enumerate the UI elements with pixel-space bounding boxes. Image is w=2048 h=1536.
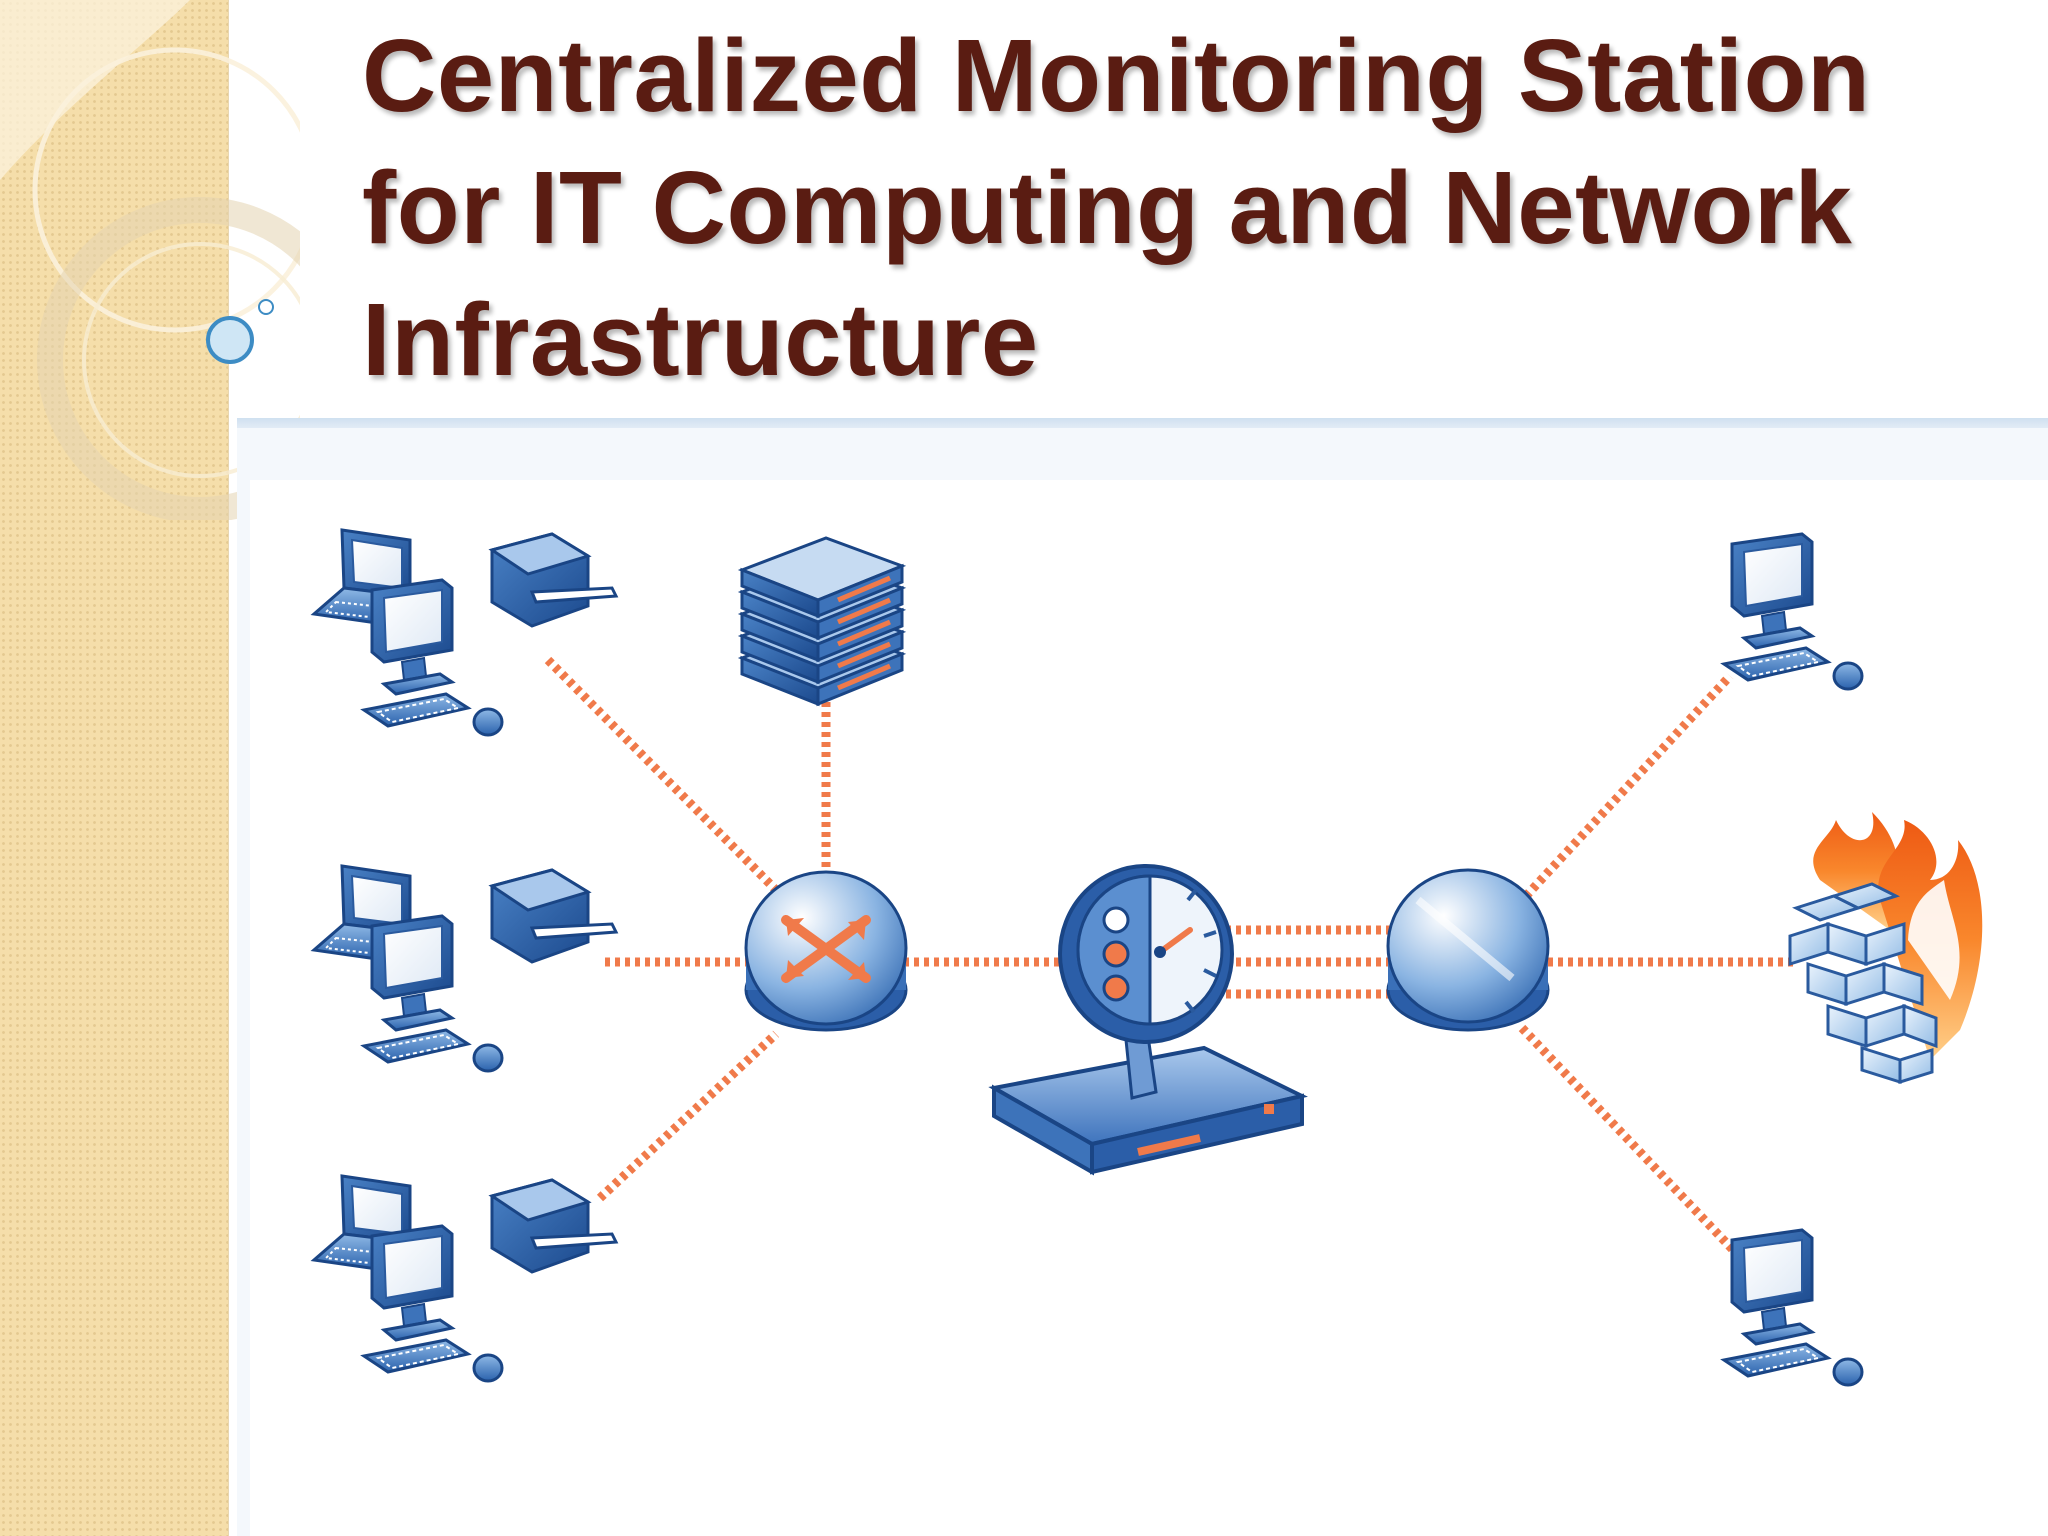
workstation-group-3-icon bbox=[314, 1176, 616, 1381]
decorative-rings bbox=[0, 0, 300, 520]
desktop-computer-top-right-icon bbox=[1722, 532, 1864, 691]
link-workstation-1-router bbox=[544, 656, 780, 894]
title-line-3: Infrastructure bbox=[362, 282, 1039, 397]
monitoring-gauge-icon bbox=[988, 864, 1308, 1176]
small-bubble-icon bbox=[258, 299, 274, 315]
server-rack-icon bbox=[737, 536, 907, 707]
link-workstation-3-router bbox=[596, 1030, 780, 1202]
workstation-group-1-icon bbox=[314, 530, 616, 735]
network-hub-icon bbox=[1386, 868, 1550, 1032]
link-hub-desktop-bottom bbox=[1518, 1024, 1758, 1276]
link-hub-desktop-top bbox=[1522, 672, 1734, 900]
bullet-bubble-icon bbox=[206, 316, 254, 364]
desktop-computer-bottom-right-icon bbox=[1722, 1228, 1864, 1387]
firewall-icon bbox=[1788, 812, 1983, 1085]
slide-title: Centralized Monitoring Station for IT Co… bbox=[362, 10, 2022, 406]
workstation-group-2-icon bbox=[314, 866, 616, 1071]
title-line-2: for IT Computing and Network bbox=[362, 150, 1853, 265]
router-icon bbox=[744, 870, 908, 1032]
title-line-1: Centralized Monitoring Station bbox=[362, 18, 1871, 133]
title-divider bbox=[237, 418, 2048, 430]
link-lines bbox=[544, 656, 1796, 1276]
decorative-sidebar bbox=[0, 0, 300, 1536]
